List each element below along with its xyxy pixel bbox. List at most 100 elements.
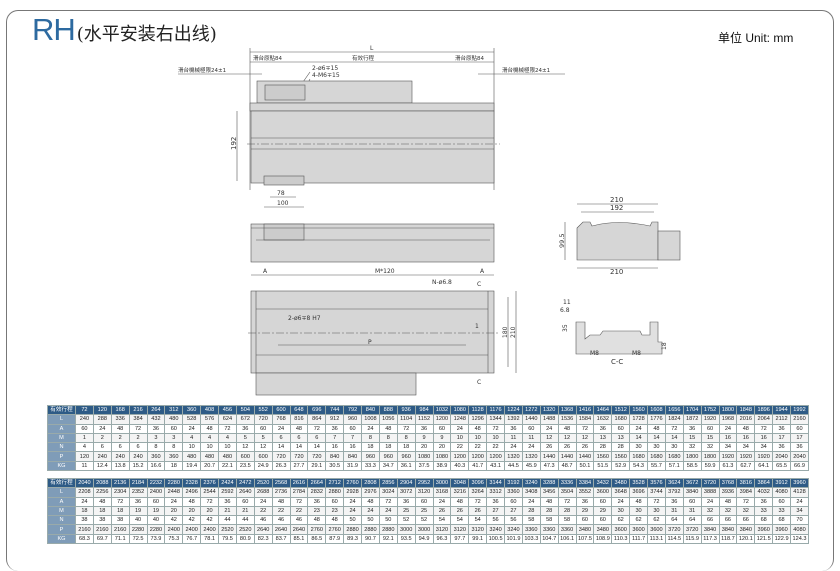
table-cell: 45.9 [521, 460, 541, 472]
table-cell: 3 [146, 432, 166, 444]
table-cell: 3720 [664, 524, 684, 535]
table-cell: 1392 [504, 414, 523, 425]
table-cell: 18 [164, 460, 184, 472]
table-cell: 18 [75, 505, 94, 517]
table-cell: 2280 [164, 477, 184, 489]
bottom-view: A M*120 A N-ø6.8 C 2-ø6∓8 H7 P 1 C 180 2… [248, 268, 517, 396]
table-cell: 18 [396, 442, 416, 453]
table-cell: 97.7 [450, 533, 470, 545]
table-cell: 32 [682, 442, 702, 453]
table-cell: 44.5 [504, 460, 523, 472]
table-cell: 72 [664, 423, 684, 434]
table-cell: 4 [218, 432, 237, 444]
table-cell: 30 [664, 442, 684, 453]
table-cell: 120.1 [736, 533, 756, 545]
table-cell: 68.3 [75, 533, 94, 545]
model-code: RH [32, 12, 76, 47]
table-cell: 32 [700, 505, 720, 517]
table-cell: 3576 [647, 477, 666, 489]
table-cell: 40.3 [450, 460, 470, 472]
table-cell: 72 [218, 423, 237, 434]
table-cell: 2712 [325, 477, 345, 489]
table-cell: 10 [182, 442, 202, 453]
table-cell: 28 [593, 442, 613, 453]
table-cell: 3096 [468, 477, 488, 489]
table-cell: 122.9 [772, 533, 791, 545]
table-cell: 50 [378, 515, 398, 526]
table-cell: 19.4 [182, 460, 202, 472]
table-cell: 1848 [736, 404, 756, 416]
table-cell: 22 [468, 442, 488, 453]
table-cell: 55.7 [647, 460, 666, 472]
table-cell: 24 [343, 496, 362, 507]
table-cell: 40 [128, 515, 148, 526]
mech-limit-left: 滑台機械極限24±1 [178, 66, 226, 74]
table-cell: 3048 [450, 477, 470, 489]
table-cell: 107.5 [575, 533, 595, 545]
table-cell: 720 [253, 414, 273, 425]
table-cell: 1608 [647, 404, 666, 416]
table-cell: 2160 [92, 524, 112, 535]
table-cell: 1728 [629, 414, 648, 425]
table-cell: 30.5 [325, 460, 345, 472]
table-cell: 60 [593, 496, 613, 507]
table-cell: 1536 [557, 414, 577, 425]
table-cell: 2640 [235, 487, 255, 498]
table-cell: 14 [629, 432, 648, 444]
table-cell: 18 [361, 442, 380, 453]
table-cell: 2784 [289, 487, 309, 498]
table-cell: 792 [343, 404, 362, 416]
table-cell: 2208 [75, 487, 94, 498]
table-cell: 3072 [396, 487, 416, 498]
table-cell: 3216 [450, 487, 470, 498]
table-cell: 3144 [486, 477, 505, 489]
table-cell: 3672 [682, 477, 702, 489]
table-cell: 1272 [521, 404, 541, 416]
table-cell: 26 [539, 442, 559, 453]
table-cell: 816 [289, 414, 309, 425]
table-cell: 72 [486, 423, 505, 434]
row-header: L [47, 414, 76, 425]
top-view: L 滑台原點84 有效行程 滑台原點84 滑台機械極限24±1 滑台機械極限24… [178, 45, 565, 208]
table-cell: 38.9 [432, 460, 452, 472]
table-cell: 3432 [593, 477, 613, 489]
table-cell: 54.3 [629, 460, 648, 472]
table-cell: 61.3 [718, 460, 738, 472]
table-cell: 24 [504, 442, 523, 453]
table-cell: 14 [307, 442, 327, 453]
table-cell: 648 [289, 404, 309, 416]
holes-N-label: N-ø6.8 [432, 279, 452, 286]
table-cell: 4080 [790, 524, 809, 535]
table-cell: 312 [164, 404, 184, 416]
table-cell: 26 [450, 505, 470, 517]
table-cell: 30 [647, 442, 666, 453]
table-cell: 1080 [432, 451, 452, 462]
table-cell: 56 [504, 515, 523, 526]
table-cell: 840 [325, 451, 345, 462]
table-cell: 44 [235, 515, 255, 526]
table-cell: 60 [682, 496, 702, 507]
table-cell: 1560 [629, 404, 648, 416]
table-cell: 111.7 [629, 533, 648, 545]
table-cell: 36 [146, 423, 166, 434]
table-cell: 2688 [253, 487, 273, 498]
table-cell: 1824 [664, 414, 684, 425]
table-cell: 384 [128, 414, 148, 425]
table-cell: 2040 [772, 451, 791, 462]
table-cell: 48 [200, 423, 219, 434]
table-cell: 62.7 [736, 460, 756, 472]
dim-A-right: A [480, 268, 485, 275]
table-cell: 6 [307, 432, 327, 444]
table-cell: 47.3 [539, 460, 559, 472]
sec-dim-11: 11 [563, 299, 571, 306]
table-cell: 60 [593, 515, 613, 526]
table-cell: 50 [343, 515, 362, 526]
dim-C2: C [477, 379, 481, 386]
table-cell: 2424 [218, 477, 237, 489]
table-cell: 60 [414, 496, 434, 507]
side-view [250, 223, 495, 263]
